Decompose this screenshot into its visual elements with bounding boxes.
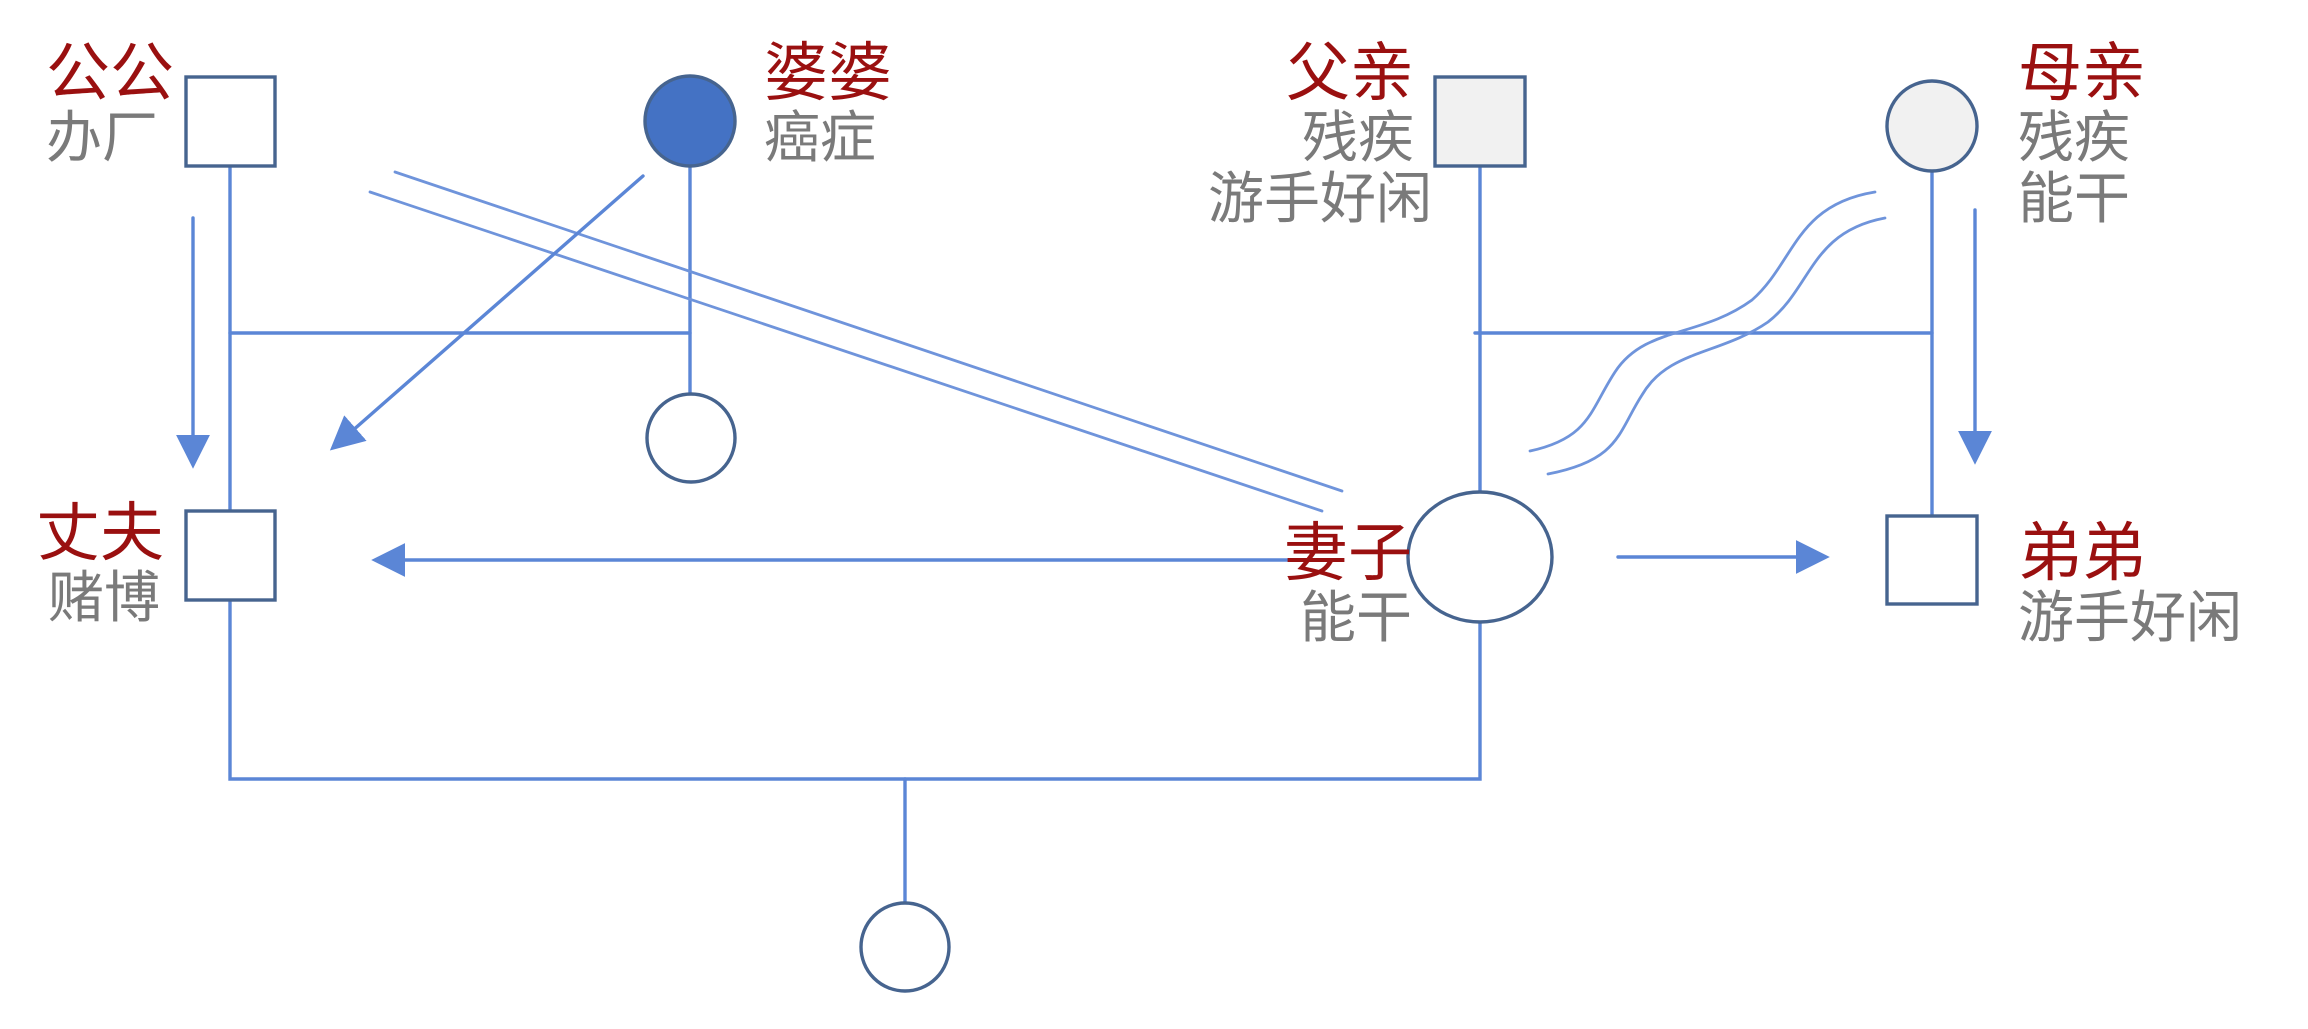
qizi-female-node: [1406, 490, 1554, 624]
zhangfu-label: 丈夫 赌博: [36, 497, 164, 632]
fuqin-note-2: 游手好闲: [1208, 166, 1432, 232]
sister-in-law-female-node: [645, 392, 737, 484]
didi-note: 游手好闲: [2018, 586, 2242, 652]
popo-to-husband-arrow: [329, 174, 645, 451]
close-relationship-line-2: [368, 190, 1324, 513]
conflict-line-1: [1528, 190, 1877, 453]
gonggong-male-node: [184, 75, 277, 168]
qizi-label: 妻子 能干: [1284, 517, 1412, 652]
popo-female-node: [643, 74, 737, 168]
didi-male-node: [1885, 514, 1979, 606]
popo-name: 婆婆: [764, 37, 892, 111]
muqin-note-1: 残疾: [2018, 106, 2130, 172]
gonggong-label: 公公 办厂: [46, 37, 174, 172]
fuqin-name: 父亲: [1286, 37, 1414, 111]
muqin-note-2: 能干: [2018, 166, 2130, 232]
popo-label: 婆婆 癌症: [764, 37, 892, 172]
muqin-name: 母亲: [2018, 37, 2146, 111]
fuqin-label: 父亲 残疾 游手好闲: [1200, 37, 1432, 232]
qizi-name: 妻子: [1284, 517, 1412, 591]
zhangfu-note: 赌博: [48, 566, 160, 632]
close-relationship-line-1: [393, 170, 1344, 493]
didi-label: 弟弟 游手好闲: [2018, 517, 2242, 652]
couple-marriage-line: [228, 598, 1482, 781]
qizi-note: 能干: [1300, 586, 1412, 652]
zhangfu-male-node: [184, 509, 277, 602]
conflict-line-2: [1546, 216, 1887, 476]
muqin-label: 母亲 残疾 能干: [2018, 37, 2146, 232]
muqin-female-node: [1885, 79, 1979, 173]
popo-note: 癌症: [764, 106, 876, 172]
fuqin-male-node: [1433, 75, 1527, 168]
daughter-female-node: [859, 901, 951, 993]
fuqin-note-1: 残疾: [1302, 106, 1414, 172]
gonggong-name: 公公: [46, 37, 174, 111]
gonggong-note: 办厂: [46, 106, 158, 172]
didi-name: 弟弟: [2018, 517, 2146, 591]
zhangfu-name: 丈夫: [36, 497, 164, 571]
